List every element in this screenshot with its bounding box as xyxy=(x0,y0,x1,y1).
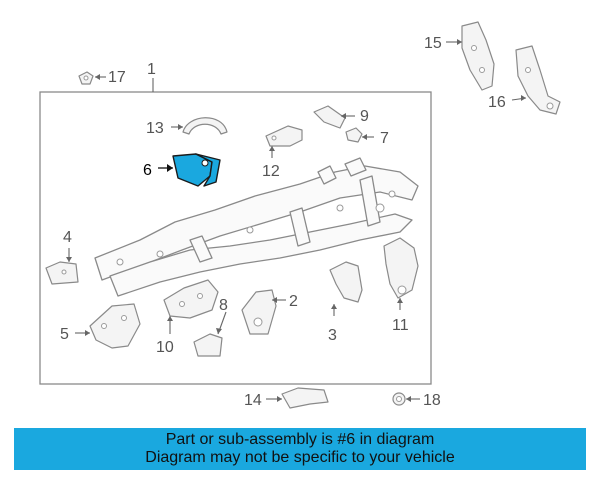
frame-assembly-box xyxy=(39,91,432,385)
part-18-clip[interactable] xyxy=(392,392,406,406)
leader-6-arrowhead xyxy=(167,164,173,172)
callout-11[interactable]: 11 xyxy=(392,317,409,334)
part-3-bracket[interactable] xyxy=(329,261,363,303)
callout-7[interactable]: 7 xyxy=(380,130,389,147)
part-6-bracket-highlighted[interactable] xyxy=(172,153,221,187)
callout-16[interactable]: 16 xyxy=(488,94,506,111)
part-4-bracket[interactable] xyxy=(45,261,79,285)
frame-hole xyxy=(388,190,396,198)
part-7-clip[interactable] xyxy=(345,127,363,143)
banner-line-2: Diagram may not be specific to your vehi… xyxy=(145,449,455,466)
part-2-mount[interactable] xyxy=(241,289,277,335)
callout-2[interactable]: 2 xyxy=(289,293,298,310)
frame-hole xyxy=(156,250,164,258)
callout-12[interactable]: 12 xyxy=(262,163,280,180)
part-12-bracket[interactable] xyxy=(265,125,303,147)
callout-9[interactable]: 9 xyxy=(360,108,369,125)
banner-line-1: Part or sub-assembly is #6 in diagram xyxy=(165,431,435,448)
part-11-bracket[interactable] xyxy=(383,237,419,299)
callout-8[interactable]: 8 xyxy=(219,297,228,314)
part-16-bracket[interactable] xyxy=(515,45,561,115)
callout-13[interactable]: 13 xyxy=(146,120,164,137)
info-banner: Part or sub-assembly is #6 in diagram Di… xyxy=(14,428,586,470)
part-5-bracket[interactable] xyxy=(89,303,141,349)
frame-rails xyxy=(94,157,419,297)
part-14-bracket[interactable] xyxy=(281,387,329,409)
frame-hole xyxy=(336,204,344,212)
leader-arrowheads xyxy=(66,39,526,402)
frame-hole xyxy=(116,258,124,266)
part-13-strap[interactable] xyxy=(182,117,228,135)
part-8-bracket[interactable] xyxy=(193,333,223,357)
callout-3[interactable]: 3 xyxy=(328,327,337,344)
part-15-bracket[interactable] xyxy=(461,21,495,91)
frame-hole xyxy=(246,226,254,234)
part-9-bracket[interactable] xyxy=(313,105,346,129)
callout-6[interactable]: 6 xyxy=(143,162,152,179)
callout-4[interactable]: 4 xyxy=(63,229,72,246)
part-10-bracket[interactable] xyxy=(163,279,219,319)
callout-18[interactable]: 18 xyxy=(423,392,441,409)
callout-1[interactable]: 1 xyxy=(147,61,156,78)
callout-10[interactable]: 10 xyxy=(156,339,174,356)
callout-5[interactable]: 5 xyxy=(60,326,69,343)
callout-14[interactable]: 14 xyxy=(244,392,262,409)
part-17-clip[interactable] xyxy=(78,71,94,85)
frame-hole xyxy=(375,203,385,213)
callout-15[interactable]: 15 xyxy=(424,35,442,52)
callout-17[interactable]: 17 xyxy=(108,69,126,86)
